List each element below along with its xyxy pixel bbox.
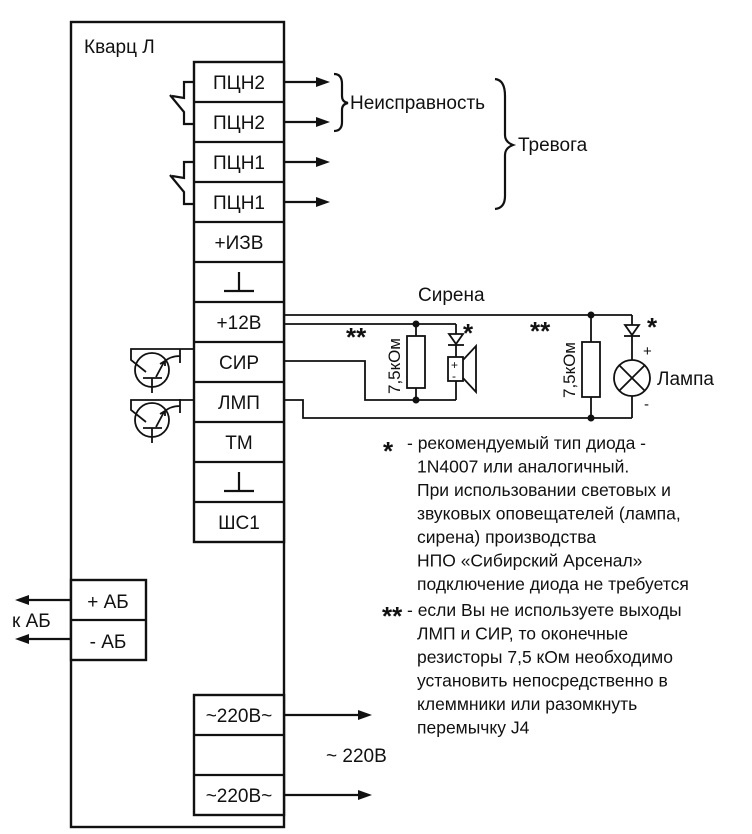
terminal-label: ПЦН1	[213, 153, 265, 174]
terminal-label: +ИЗВ	[215, 233, 264, 254]
mains-terminal-frame	[192, 693, 286, 817]
fault-label: Неисправность	[350, 93, 485, 114]
battery-block: + АБ - АБ к АБ	[12, 578, 148, 662]
lamp-label: Лампа	[657, 369, 714, 390]
relay-contact-pcn2	[169, 80, 194, 126]
note-line: - рекомендуемый тип диода -	[407, 433, 646, 453]
power-wires	[284, 314, 632, 419]
note-line: - если Вы не используете выходы	[407, 600, 682, 620]
terminal-label: ЛМП	[218, 393, 260, 414]
note-line: сирена) производства	[417, 527, 596, 547]
note-line: установить непосредственно в	[417, 671, 668, 691]
mains-label: ~ 220В	[326, 746, 387, 767]
alarm-brace	[494, 77, 517, 211]
lamp-diode-mark: *	[647, 312, 658, 342]
terminal-label: СИР	[219, 353, 259, 374]
lamp-plus: +	[643, 343, 652, 360]
pcn-output-arrows	[284, 77, 330, 207]
note-line: резисторы 7,5 кОм необходимо	[417, 647, 673, 667]
terminal-label: +12В	[217, 313, 262, 334]
lamp-resistor	[581, 341, 601, 398]
svg-text:-: -	[452, 369, 456, 383]
mains-block: ~220В~ ~220В~ ~ 220В	[192, 693, 387, 817]
lamp-minus: -	[644, 396, 649, 413]
lamp-circuit: 7,5кОм ** * + - Лампа	[530, 311, 714, 422]
ground-icon	[224, 272, 254, 293]
terminal-label: ПЦН2	[213, 113, 265, 134]
note-line: ЛМП и СИР, то оконечные	[417, 624, 628, 644]
note-line: клеммники или разомкнуть	[417, 694, 637, 714]
terminal-label: ПЦН1	[213, 193, 265, 214]
relay-contact-pcn1	[169, 160, 194, 206]
transistor-lmp-icon	[130, 399, 194, 443]
note-line: подключение диода не требуется	[417, 574, 689, 594]
siren-resistor-mark: **	[346, 322, 367, 352]
note-line: НПО «Сибирский Арсенал»	[417, 551, 643, 571]
device-title: Кварц Л	[84, 37, 155, 58]
siren-resistor-label: 7,5кОм	[385, 338, 404, 394]
note-line: перемычку J4	[417, 718, 530, 738]
terminal-label: ШС1	[218, 513, 260, 534]
alarm-label: Тревога	[518, 135, 588, 156]
siren-resistor	[406, 335, 426, 389]
note-line: 1N4007 или аналогичный.	[417, 457, 629, 477]
siren-diode-mark: *	[463, 318, 474, 348]
battery-plus-terminal: + АБ	[87, 592, 129, 613]
notes: * - рекомендуемый тип диода - 1N4007 или …	[382, 433, 689, 738]
terminal-label: ПЦН2	[213, 73, 265, 94]
lamp-resistor-mark: **	[530, 316, 551, 346]
note-line: звуковых оповещателей (лампа,	[417, 504, 681, 524]
mains-terminal-1: ~220В~	[206, 706, 273, 727]
transistor-sir-icon	[130, 348, 194, 393]
mains-terminal-2: ~220В~	[206, 786, 273, 807]
terminal-label: ТМ	[225, 433, 252, 454]
svg-text:+: +	[451, 358, 458, 372]
to-battery-label: к АБ	[12, 611, 51, 632]
note-2-marker: **	[382, 601, 403, 631]
siren-label: Сирена	[418, 285, 485, 306]
lamp-resistor-label: 7,5кОм	[560, 342, 579, 398]
fault-brace	[333, 72, 349, 133]
siren-circuit: 7,5кОм ** * + - Сирена	[346, 285, 485, 404]
note-1-marker: *	[383, 436, 394, 466]
battery-minus-terminal: - АБ	[90, 632, 127, 653]
ground-icon	[224, 472, 254, 493]
note-line: При использовании световых и	[417, 480, 671, 500]
